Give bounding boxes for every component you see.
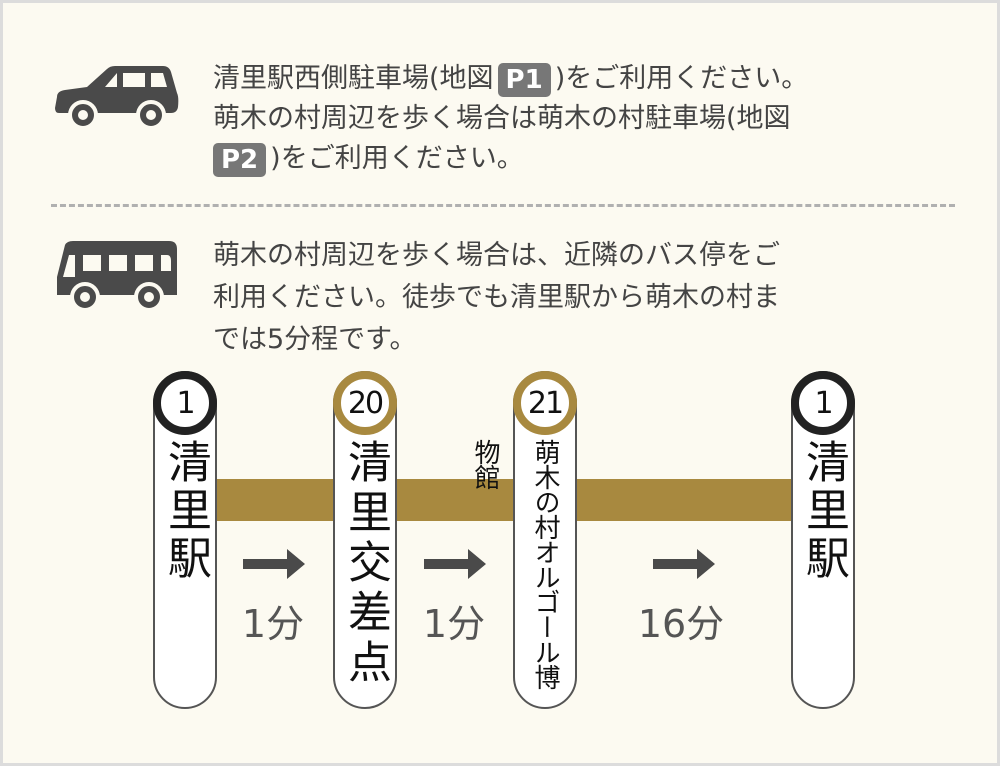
text: )をご利用ください。 <box>270 143 524 174</box>
bus-stop-kiyosato-station-return: 1 清里駅 <box>791 371 855 709</box>
arrow-right-icon <box>653 549 715 579</box>
bus-icon <box>57 241 177 312</box>
arrow-right-icon <box>424 549 486 579</box>
bus-stop-moeginomura: 21 萌木の村オルゴール博物館 <box>470 371 577 709</box>
bus-stop-kiyosato-station: 1 清里駅 <box>153 371 217 709</box>
stop-number: 1 <box>153 371 217 435</box>
travel-time: 1分 <box>422 602 486 646</box>
stop-number: 1 <box>791 371 855 435</box>
map-badge-p2: P2 <box>213 142 267 177</box>
bus-instructions: 萌木の村周辺を歩く場合は、近隣のバス停をご 利用ください。徒歩でも清里駅から萌木… <box>213 235 780 361</box>
text: 利用ください。徒歩でも清里駅から萌木の村ま <box>213 282 780 313</box>
divider <box>51 204 955 207</box>
stop-name: 清里駅 <box>798 439 849 583</box>
travel-time: 16分 <box>637 602 725 646</box>
text: 萌木の村周辺を歩く場合は萌木の村駐車場(地図 <box>213 103 791 134</box>
text: では5分程です。 <box>213 324 417 355</box>
text: 萌木の村周辺を歩く場合は、近隣のバス停をご <box>213 240 780 271</box>
stop-name: 萌木の村オルゴール博物館 <box>470 439 560 689</box>
stop-name: 清里交差点 <box>340 439 391 689</box>
arrow-right-icon <box>243 549 305 579</box>
stop-number: 21 <box>513 371 577 435</box>
stop-name: 清里駅 <box>160 439 211 583</box>
stop-number: 20 <box>333 371 397 435</box>
travel-time: 1分 <box>241 602 305 646</box>
text: 清里駅西側駐車場(地図 <box>213 63 494 94</box>
route-line <box>183 479 823 521</box>
text: )をご利用ください。 <box>554 63 809 94</box>
map-badge-p1: P1 <box>497 62 551 97</box>
bus-stop-kiyosato-intersection: 20 清里交差点 <box>333 371 397 709</box>
car-icon <box>55 66 179 129</box>
